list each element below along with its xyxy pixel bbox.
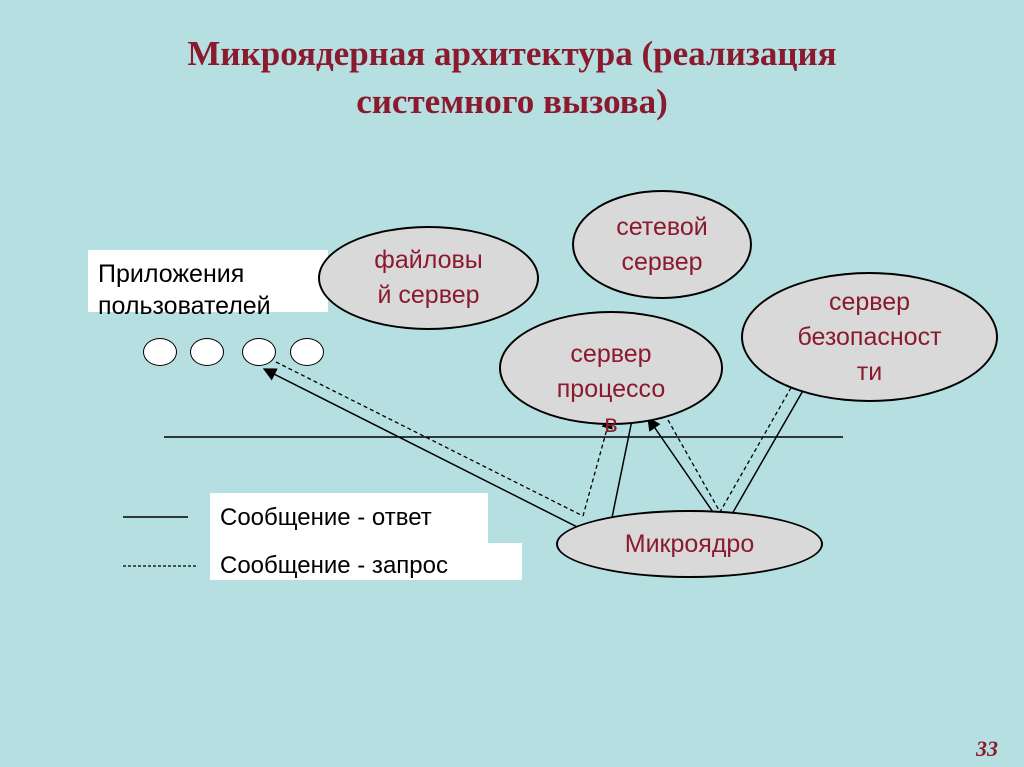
slide-title-line1: Микроядерная архитектура (реализация (187, 34, 837, 73)
page-number: 33 (976, 736, 998, 761)
slide-title-line2: системного вызова) (356, 82, 668, 121)
network-server-line1: сетевой (616, 212, 708, 241)
user-app-4 (290, 338, 324, 366)
user-applications-line2: пользователей (98, 292, 271, 320)
process-server-line3: в (604, 410, 618, 438)
user-app-3 (242, 338, 276, 366)
process-server-line1: сервер (570, 340, 652, 368)
process-server-node: сервер процессо в (499, 311, 723, 438)
microkernel-node: Микроядро (556, 510, 823, 578)
legend-reply-label: Сообщение - ответ (220, 504, 432, 531)
legend-reply: Сообщение - ответ (210, 493, 488, 543)
legend-request-label: Сообщение - запрос (220, 552, 448, 579)
file-server-node: файловы й сервер (318, 226, 539, 330)
request-app-to-kernel (275, 361, 584, 517)
user-app-2 (190, 338, 224, 366)
security-server-node: сервер безопасност ти (741, 272, 998, 402)
security-server-line1: сервер (828, 287, 911, 316)
network-server-line2: сервер (621, 247, 703, 276)
file-server-line1: файловы (374, 246, 483, 274)
network-server-node: сетевой сервер (572, 190, 752, 299)
reply-kernel-to-app (262, 368, 608, 543)
process-server-line2: процессо (556, 375, 666, 403)
user-applications-label: Приложения пользователей (88, 250, 328, 320)
request-kernel-to-process (582, 416, 613, 517)
security-server-line2: безопасност (797, 322, 942, 351)
slide-title: Микроядерная архитектура (реализация сис… (0, 30, 1024, 126)
user-app-1 (143, 338, 177, 366)
security-server-line3: ти (856, 357, 883, 386)
legend-request: Сообщение - запрос (210, 543, 522, 580)
microkernel-label: Микроядро (624, 529, 755, 558)
file-server-line2: й сервер (377, 281, 480, 309)
user-applications-line1: Приложения (98, 260, 245, 288)
